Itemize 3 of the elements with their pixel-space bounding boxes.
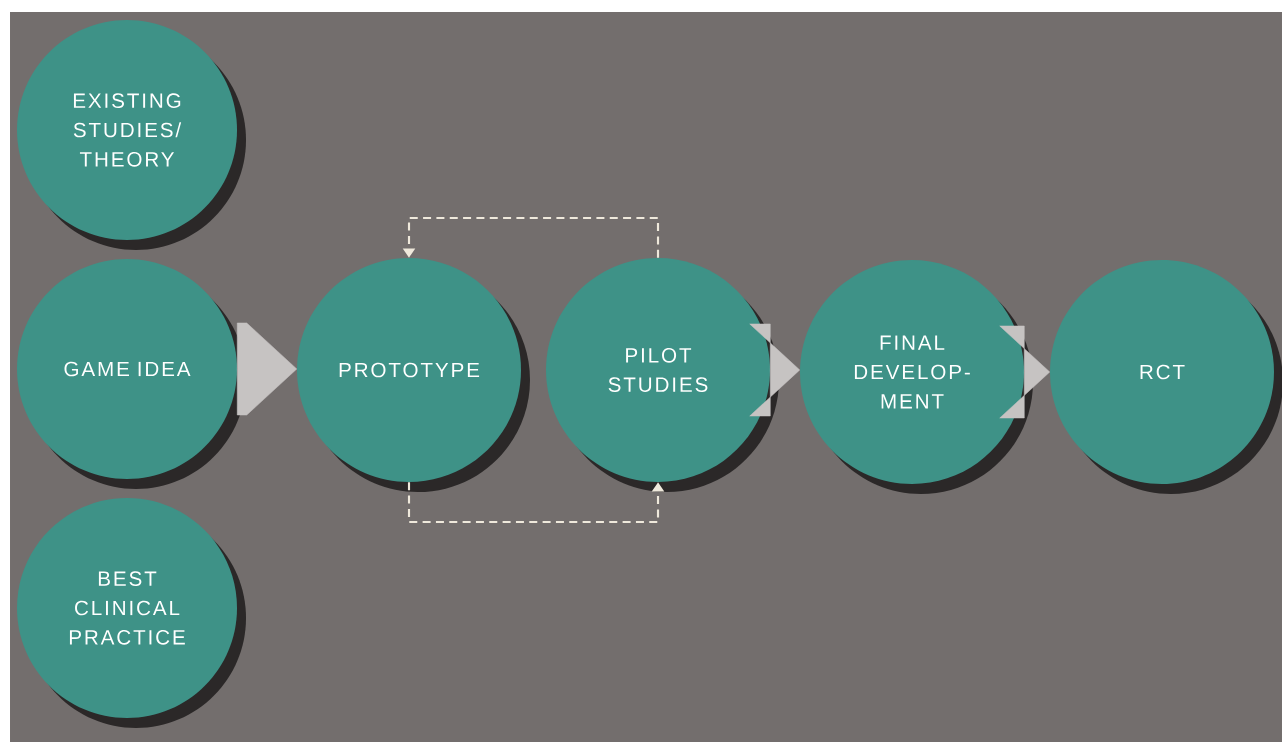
chevron-arrow <box>999 325 1050 419</box>
chevron-arrow <box>749 323 800 417</box>
chevron-arrow <box>237 322 297 416</box>
